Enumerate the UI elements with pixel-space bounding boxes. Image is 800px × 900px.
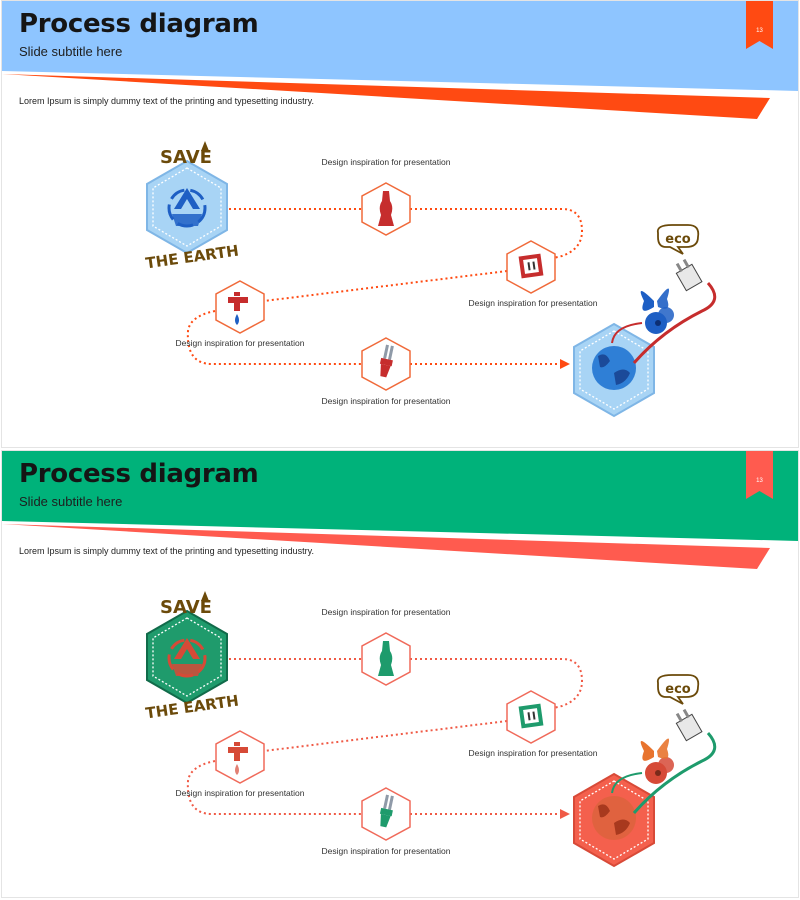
step-3-label: Design inspiration for presentation [175, 338, 305, 348]
water-tap-icon [228, 292, 248, 325]
path-arrowhead [560, 809, 570, 819]
process-step-1 [361, 632, 411, 686]
process-path [186, 208, 584, 365]
process-path [186, 658, 584, 815]
page-ribbon [746, 451, 773, 499]
butterfly-icon [640, 288, 670, 311]
plug-cable [632, 282, 717, 364]
plug-cable [632, 732, 717, 814]
step-3-label: Design inspiration for presentation [175, 788, 305, 798]
slide-2: Process diagram Slide subtitle here 13 L… [1, 450, 799, 898]
badge-top-text: SAVE [160, 147, 212, 168]
page-ribbon [746, 1, 773, 49]
process-step-3 [215, 280, 265, 334]
eco-speech-bubble: eco [656, 224, 700, 255]
page-number: 13 [756, 478, 763, 484]
flower-icon [645, 757, 674, 784]
globe-icon [592, 346, 636, 390]
save-earth-badge: SAVE THE EARTH [144, 141, 240, 272]
process-diagram: SAVE THE EARTH [144, 591, 717, 868]
plug-icon [675, 258, 703, 292]
step-2-label: Design inspiration for presentation [468, 298, 598, 308]
eco-globe-badge: eco [573, 224, 717, 418]
step-1-label: Design inspiration for presentation [321, 607, 451, 617]
page-subtitle: Slide subtitle here [19, 44, 123, 59]
step-1-label: Design inspiration for presentation [321, 157, 451, 167]
slide-header-band [2, 1, 798, 119]
power-socket-icon [518, 703, 544, 729]
process-step-2 [506, 690, 556, 744]
page-title: Process diagram [19, 459, 259, 489]
process-step-4 [361, 337, 411, 391]
eco-text: eco [665, 232, 691, 247]
plug-icon [675, 708, 703, 742]
process-diagram: SAVE THE EARTH [144, 141, 717, 418]
badge-top-text: SAVE [160, 597, 212, 618]
recycle-icon [167, 188, 207, 228]
process-step-1 [361, 182, 411, 236]
page-number: 13 [756, 28, 763, 34]
page-title: Process diagram [19, 9, 259, 39]
fist-icon [201, 591, 209, 601]
light-bulb-icon [379, 794, 394, 828]
process-step-2 [506, 240, 556, 294]
eco-globe-badge: eco [573, 674, 717, 868]
step-4-label: Design inspiration for presentation [321, 846, 451, 856]
power-socket-icon [518, 253, 544, 279]
path-arrowhead [560, 359, 570, 369]
intro-text: Lorem Ipsum is simply dummy text of the … [19, 96, 314, 106]
flower-icon [645, 307, 674, 334]
butterfly-icon [640, 738, 670, 761]
fist-icon [201, 141, 209, 151]
slide-header-band [2, 451, 798, 569]
water-tap-icon [228, 742, 248, 775]
page-subtitle: Slide subtitle here [19, 494, 123, 509]
process-step-4 [361, 787, 411, 841]
bottle-icon [378, 191, 394, 226]
step-2-label: Design inspiration for presentation [468, 748, 598, 758]
process-step-3 [215, 730, 265, 784]
bottle-icon [378, 641, 394, 676]
save-earth-badge: SAVE THE EARTH [144, 591, 240, 722]
eco-text: eco [665, 682, 691, 697]
light-bulb-icon [379, 344, 394, 378]
slide-1: Process diagram Slide subtitle here 13 L… [1, 0, 799, 448]
eco-speech-bubble: eco [656, 674, 700, 705]
globe-icon [592, 796, 636, 840]
intro-text: Lorem Ipsum is simply dummy text of the … [19, 546, 314, 556]
recycle-icon [167, 638, 207, 678]
step-4-label: Design inspiration for presentation [321, 396, 451, 406]
